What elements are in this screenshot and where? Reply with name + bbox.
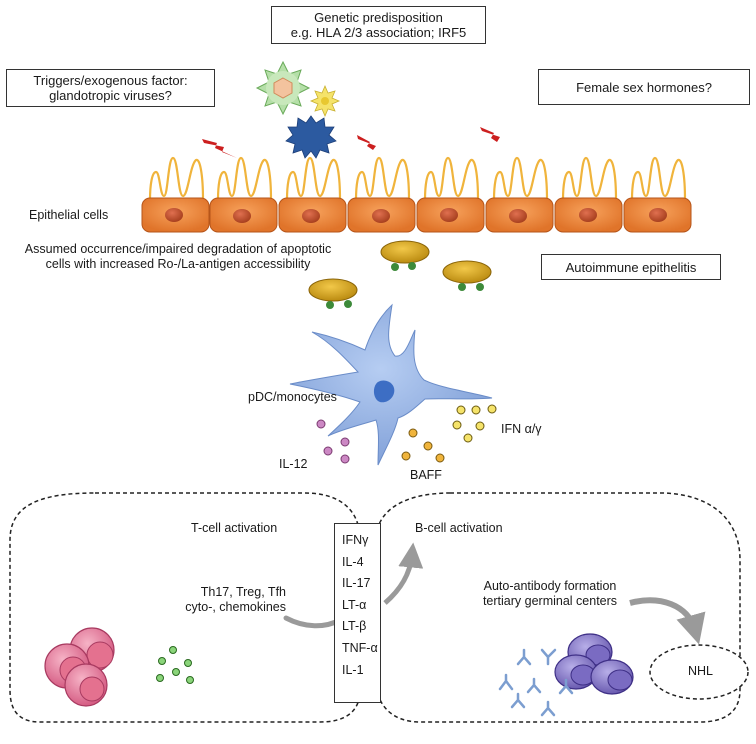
apoptotic-line2: cells with increased Ro-/La-antigen acce… — [45, 257, 311, 271]
apoptotic-body — [442, 260, 492, 291]
triggers-box: Triggers/exogenous factor: glandotropic … — [6, 69, 215, 107]
antibody-icons — [498, 648, 574, 717]
ifn-dots — [452, 404, 497, 443]
cytokine-item: IFNγ — [342, 533, 369, 547]
virus-yellow-icon — [309, 84, 341, 118]
apoptotic-body — [308, 278, 358, 309]
epithelitis-text: Autoimmune epithelitis — [565, 259, 697, 275]
genetic-line1: Genetic predisposition — [314, 10, 443, 25]
lightning-icon — [357, 135, 388, 160]
bcell-activation-label: B-cell activation — [415, 521, 503, 535]
cytokine-item: IL-17 — [342, 576, 371, 591]
il12-dots — [316, 419, 350, 464]
apoptotic-line1: Assumed occurrence/impaired degradation … — [24, 242, 332, 256]
baff-dots — [401, 428, 445, 463]
nucleus — [649, 208, 667, 222]
cytokine-item: TNF-α — [342, 640, 378, 655]
hormones-text: Female sex hormones? — [576, 79, 712, 95]
genetic-predisposition-box: Genetic predisposition e.g. HLA 2/3 asso… — [271, 6, 486, 44]
cytokine-list-box: IFNγ IL-4 IL-17 LT-α LT-β TNF-α IL-1 — [334, 523, 381, 703]
autoantibody-label: Auto-antibody formation tertiary germina… — [466, 579, 634, 609]
nucleus — [372, 209, 390, 223]
genetic-line2: e.g. HLA 2/3 association; IRF5 — [290, 25, 467, 40]
epithelial-cell-row — [141, 197, 692, 233]
nucleus — [509, 209, 527, 223]
nucleus — [579, 208, 597, 222]
bcell-cluster — [554, 633, 634, 695]
tcell-cluster — [44, 627, 115, 707]
apoptotic-body — [380, 240, 430, 271]
arrow-th17-to-cytokines — [283, 615, 343, 629]
virus-blue-icon — [285, 115, 337, 159]
autoimmune-epithelitis-box: Autoimmune epithelitis — [541, 254, 721, 280]
tcell-cytokine-dots — [156, 646, 194, 684]
nucleus — [302, 209, 320, 223]
dendritic-cell — [289, 303, 493, 466]
cytokine-item: LT-α — [342, 597, 367, 612]
lightning-icon — [202, 139, 237, 158]
arrow-to-nhl — [629, 597, 706, 645]
triggers-line1: Triggers/exogenous factor: — [33, 73, 188, 88]
triggers-line2: glandotropic viruses? — [49, 88, 172, 103]
th17-label: Th17, Treg, Tfh cyto-, chemokines — [168, 585, 286, 615]
pdc-label: pDC/monocytes — [248, 390, 337, 404]
tcell-compartment — [9, 492, 361, 723]
autoab-line2: tertiary germinal centers — [482, 594, 618, 608]
th17-line2: cyto-, chemokines — [185, 600, 286, 614]
baff-label: BAFF — [410, 468, 442, 482]
il12-label: IL-12 — [279, 457, 308, 471]
ifn-label: IFN α/γ — [501, 422, 542, 436]
nucleus — [165, 208, 183, 222]
female-hormones-box: Female sex hormones? — [538, 69, 750, 105]
cytokine-item: IL-4 — [342, 554, 364, 569]
virus-green-icon — [255, 60, 311, 116]
nhl-label: NHL — [688, 664, 714, 678]
cytokine-item: IL-1 — [342, 662, 364, 677]
epithelial-cells-label: Epithelial cells — [29, 208, 109, 222]
nucleus — [233, 209, 251, 223]
tcell-activation-label: T-cell activation — [191, 521, 278, 535]
cytokine-item: LT-β — [342, 619, 367, 634]
apoptotic-label: Assumed occurrence/impaired degradation … — [4, 242, 352, 272]
autoab-line1: Auto-antibody formation — [483, 579, 617, 593]
epithelial-cilia — [148, 156, 687, 202]
lightning-icon — [480, 127, 512, 152]
arrow-to-bcell-activation — [383, 542, 424, 605]
th17-line1: Th17, Treg, Tfh — [200, 585, 286, 599]
nucleus — [440, 208, 458, 222]
nhl-ellipse — [649, 644, 749, 700]
